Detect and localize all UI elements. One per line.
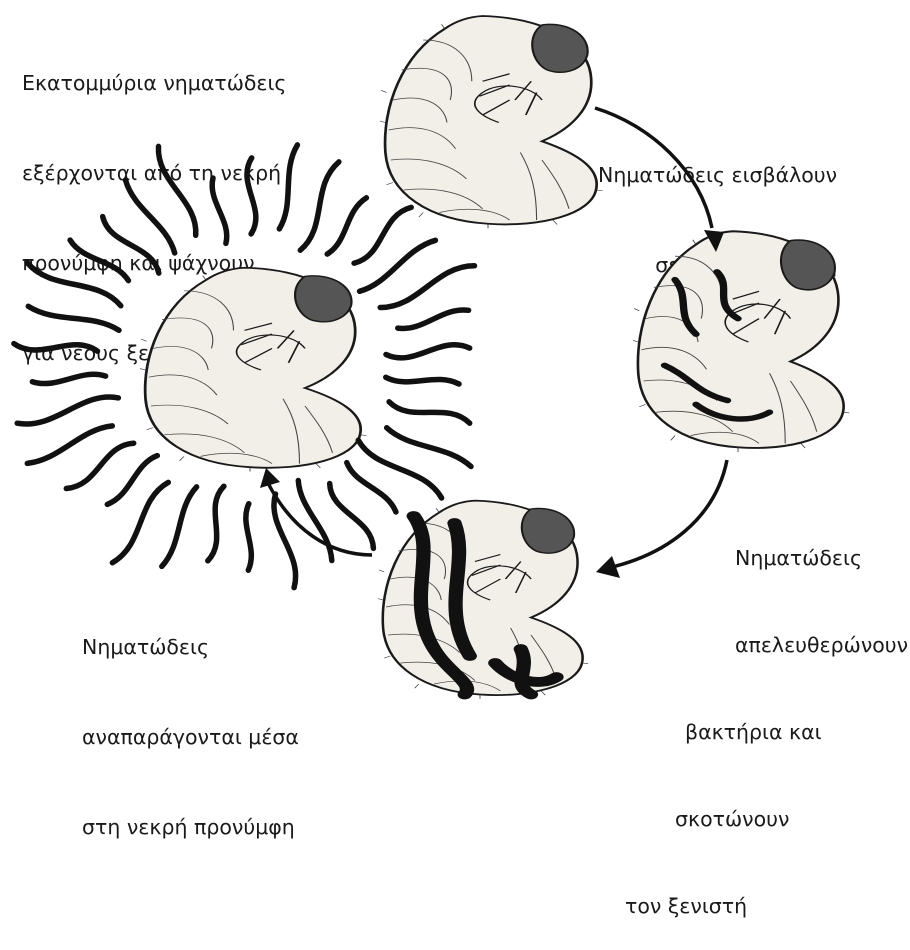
- nematode-worm: [387, 428, 471, 467]
- nematode-worm: [279, 145, 297, 229]
- nematode-worm: [246, 504, 251, 571]
- nematode-worm: [360, 240, 436, 291]
- arrow-head-reproduce: [260, 468, 280, 488]
- nematode-worm: [398, 310, 469, 329]
- nematode-worm: [162, 487, 197, 567]
- lifecycle-diagram: [0, 0, 910, 706]
- nematode-worm: [27, 426, 112, 464]
- nematode-worm: [347, 463, 396, 512]
- larva-healthy: [380, 16, 602, 228]
- nematode-worm: [66, 443, 133, 488]
- label-release-line-4: σκοτώνουν: [675, 805, 908, 834]
- nematode-worm: [27, 263, 121, 306]
- nematode-worm: [386, 377, 459, 384]
- nematode-worm: [208, 486, 224, 561]
- larva-dead-emerging: [14, 145, 475, 588]
- nematode-worm: [330, 484, 374, 549]
- nematode-worm: [386, 345, 470, 358]
- nematode-worm: [28, 306, 119, 330]
- nematode-worm: [32, 374, 105, 383]
- label-reproduce-line-2: αναπαράγονται μέσα: [82, 722, 299, 752]
- nematode-worm: [389, 402, 470, 423]
- nematode-worm: [158, 146, 195, 235]
- nematode-worm: [70, 240, 128, 281]
- nematode-worm: [298, 481, 332, 561]
- nematode-worm: [126, 180, 175, 253]
- nematode-worm: [14, 344, 98, 352]
- nematode-worm: [300, 162, 339, 250]
- larva-infected: [633, 231, 849, 452]
- label-reproduce-line-3: στη νεκρή προνύμφη: [82, 812, 299, 842]
- nematode-worm: [327, 198, 366, 254]
- label-release-line-3: βακτήρια και: [685, 718, 908, 747]
- nematode-worm: [354, 207, 411, 263]
- label-release-line-5: τον ξενιστή: [625, 892, 908, 921]
- nematode-worm: [17, 397, 118, 424]
- larva-dead-host: [378, 501, 588, 699]
- nematode-worm: [247, 158, 256, 234]
- nematode-worm: [212, 178, 227, 243]
